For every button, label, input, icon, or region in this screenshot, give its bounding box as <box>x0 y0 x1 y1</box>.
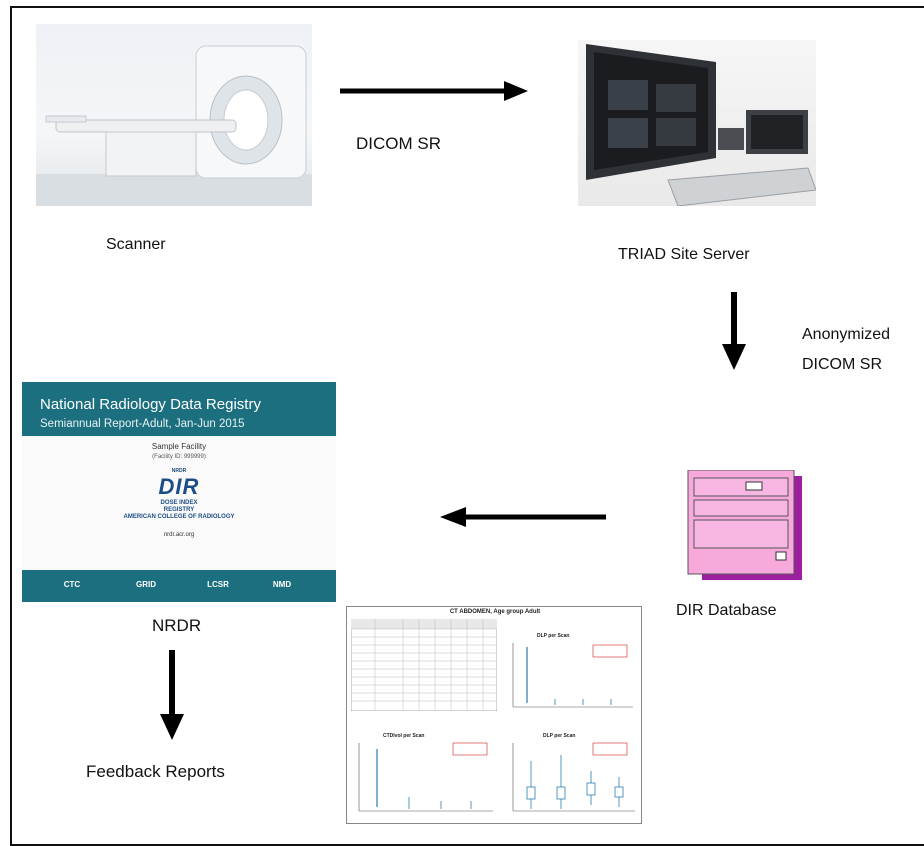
nrdr-cover-subtitle: Semiannual Report-Adult, Jan-Jun 2015 <box>40 418 245 430</box>
report-panel-title-3: DLP per Scan <box>543 733 576 739</box>
arrow-nrdr-to-feedback <box>160 650 184 740</box>
report-sheet-title: CT ABDOMEN, Age group Adult <box>449 609 541 615</box>
dir-logo: DIR <box>158 474 200 499</box>
report-panel-title-2: CTDIvol per Scan <box>383 733 425 739</box>
registry-logo-lcsr: LCSR <box>207 580 229 589</box>
arrow-scanner-to-server <box>340 81 528 101</box>
node-label-feedback-reports: Feedback Reports <box>86 762 225 781</box>
site-server-workstation-image <box>578 40 817 207</box>
edge-label-dicom-sr: DICOM SR <box>356 134 441 153</box>
dir-logo-sub-3: AMERICAN COLLEGE OF RADIOLOGY <box>123 514 235 520</box>
database-icon <box>684 469 810 582</box>
report-table <box>351 619 497 711</box>
report-boxplot-1 <box>512 643 633 708</box>
dir-logo-subtitle: DOSE INDEX REGISTRY AMERICAN COLLEGE OF … <box>22 500 336 521</box>
nrdr-cover-url: nrdr.acr.org <box>163 532 195 538</box>
dir-logo-sub-2: REGISTRY <box>163 507 195 513</box>
feedback-report-sheet: CT ABDOMEN, Age group Adult DLP per Scan… <box>346 606 642 824</box>
nrdr-cover-title: National Radiology Data Registry <box>40 396 261 413</box>
dir-logo-sub-1: DOSE INDEX <box>160 500 198 506</box>
nrdr-cover-body: Sample Facility (Facility ID: 999999) NR… <box>22 436 336 570</box>
nrdr-cover-facility: Sample Facility <box>151 442 207 451</box>
edge-label-dicom-sr-2: DICOM SR <box>802 356 882 373</box>
arrow-database-to-nrdr <box>440 507 606 527</box>
nrdr-report-cover: National Radiology Data Registry Semiann… <box>22 382 336 602</box>
report-boxplot-3 <box>512 742 635 812</box>
node-label-nrdr: NRDR <box>152 616 202 635</box>
nrdr-cover-facility-id: (Facility ID: 999999) <box>152 454 206 460</box>
node-label-database: DIR Database <box>676 602 777 619</box>
registry-logo-nmd: NMD <box>272 580 292 589</box>
arrow-server-to-database <box>722 292 746 370</box>
edge-label-anonymized: Anonymized <box>802 326 891 343</box>
registry-logo-grid: GRID <box>136 580 156 589</box>
report-boxplot-2 <box>358 742 493 812</box>
registry-logo-ctc: CTC <box>63 580 81 589</box>
node-label-scanner: Scanner <box>106 236 166 253</box>
node-label-site-server: TRIAD Site Server <box>618 246 750 263</box>
report-panel-title-1: DLP per Scan <box>537 633 570 639</box>
nrdr-logo-text: NRDR <box>171 468 187 474</box>
ct-scanner-image <box>36 24 312 206</box>
